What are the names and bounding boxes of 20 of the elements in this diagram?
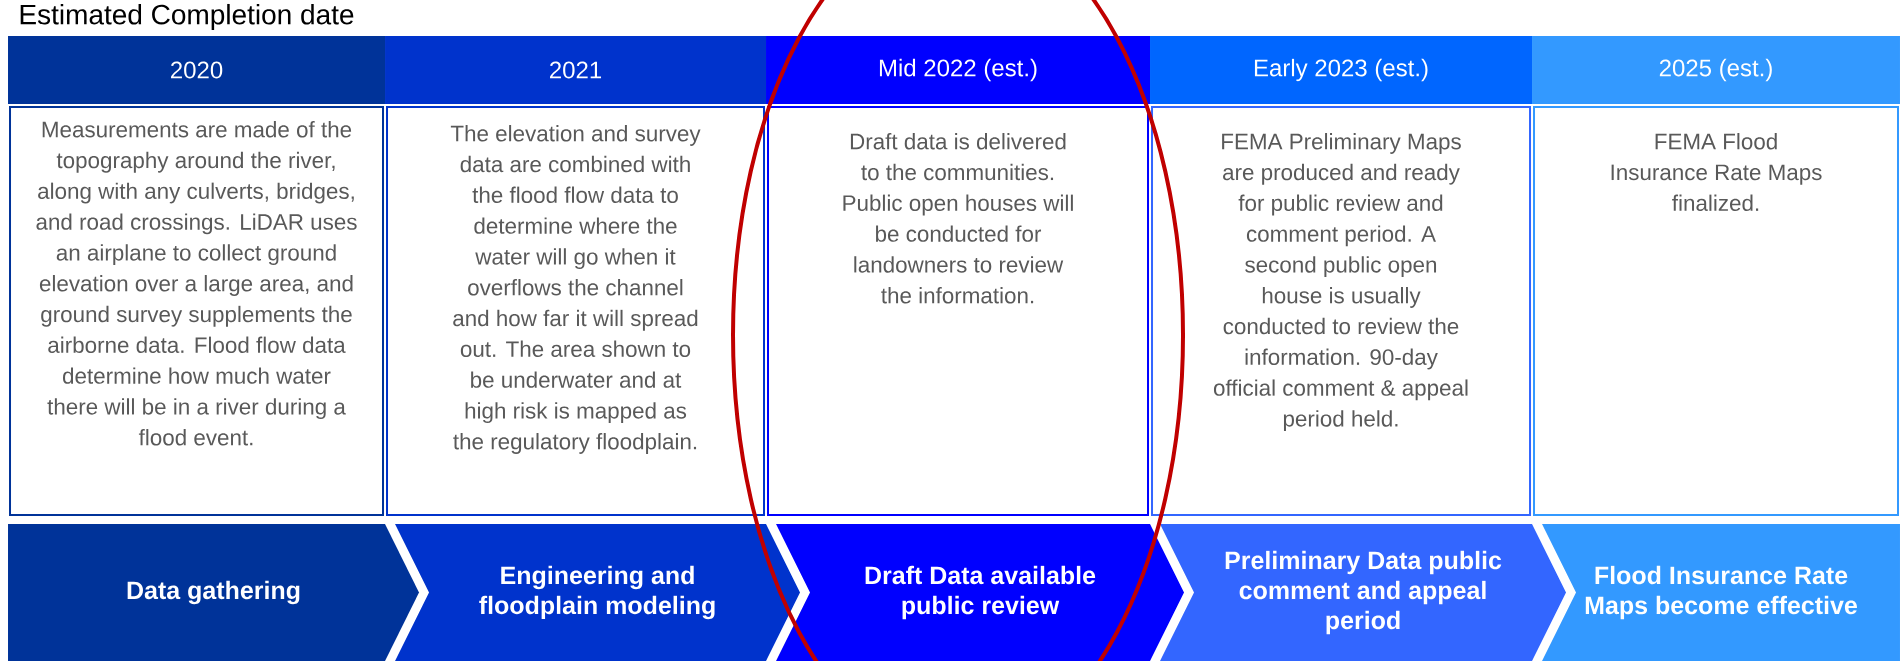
title: Estimated Completion date <box>20 3 354 31</box>
year-header: Early 2023 (est.) <box>1150 36 1532 104</box>
year-header: 2020 <box>8 36 385 104</box>
node-label: Mid 2022 (est.) <box>879 58 1037 82</box>
process-step: Data gathering <box>8 524 419 661</box>
node-label: 2025 (est.) <box>1659 58 1772 82</box>
description-box: FEMA Flood Insurance Rate Maps finalized. <box>1533 106 1899 516</box>
process-step: Preliminary Data public comment and appeal period <box>1160 524 1566 661</box>
year-header: Mid 2022 (est.) <box>766 36 1150 104</box>
node-label: 2021 <box>550 61 602 79</box>
description-box: Draft data is delivered to the communities. Public open houses will be conducted for landowners to review the information. <box>767 106 1149 516</box>
node-label: 2020 <box>171 61 223 79</box>
description-box: FEMA Preliminary Maps are produced and ready for public review and comment period. A second public open house is usually conducted to review the information. 90-day official comment & appeal period held. <box>1151 106 1531 516</box>
year-header: 2021 <box>385 36 766 104</box>
description-box: The elevation and survey data are combined with the flood flow data to determine where the water will go when it overflows the channel and how far it will spread out. The area shown to be underwater and at high risk is mapped as the regulatory floodplain. <box>386 106 765 516</box>
process-step: Flood Insurance Rate Maps become effective <box>1542 524 1900 661</box>
year-header: 2025 (est.) <box>1532 36 1900 104</box>
process-step: Engineering and floodplain modeling <box>395 524 800 661</box>
description-box: Measurements are made of the topography around the river, along with any culverts, bridges, and road crossings. LiDAR uses an airplane to collect ground elevation over a large area, and ground survey supplements the airborne data. Flood flow data determine how much water there will be in a river during a flood event. <box>9 106 384 516</box>
process-step: Draft Data available public review <box>776 524 1184 661</box>
